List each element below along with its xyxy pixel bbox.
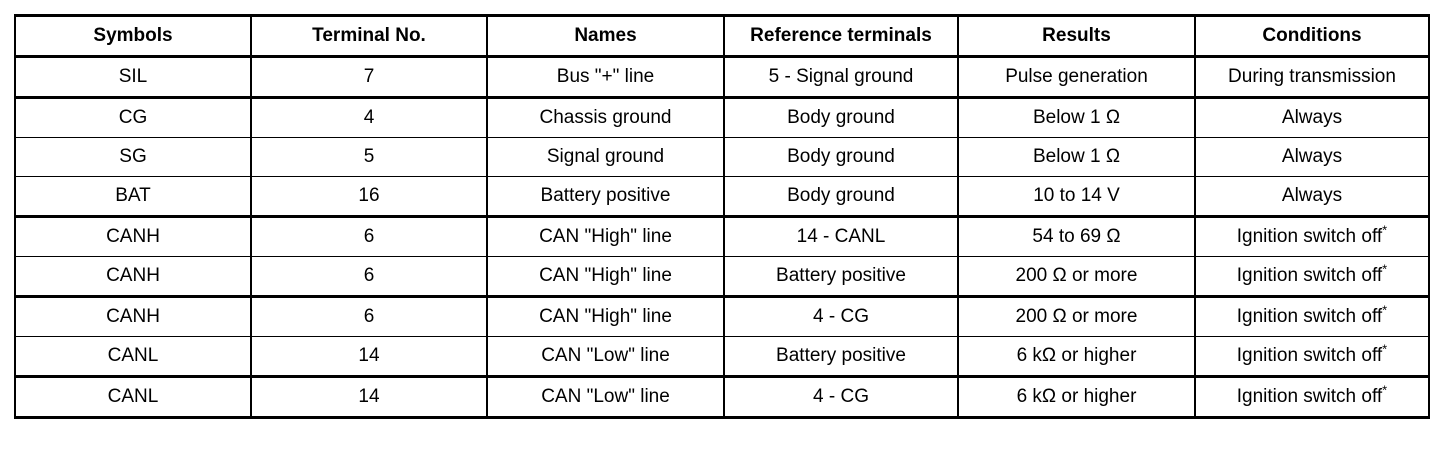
column-header-names: Names [486, 14, 725, 57]
cell-symbols: SIL [14, 55, 252, 98]
cell-conditions: Ignition switch off* [1194, 256, 1430, 297]
cell-reference: 4 - CG [723, 375, 959, 419]
cell-names: Bus "+" line [486, 55, 725, 98]
cell-reference: 5 - Signal ground [723, 55, 959, 98]
cell-results: 6 kΩ or higher [957, 336, 1196, 377]
column-header-symbols: Symbols [14, 14, 252, 57]
footnote-marker: * [1382, 302, 1388, 318]
cell-reference: Body ground [723, 96, 959, 138]
cell-terminal: 16 [250, 176, 488, 217]
cell-symbols: CANH [14, 295, 252, 337]
cell-reference: Body ground [723, 176, 959, 217]
cell-names: CAN "Low" line [486, 375, 725, 419]
cell-conditions: Always [1194, 96, 1430, 138]
cell-symbols: CANL [14, 375, 252, 419]
cell-reference: Battery positive [723, 256, 959, 297]
cell-results: 54 to 69 Ω [957, 215, 1196, 257]
cell-names: CAN "High" line [486, 256, 725, 297]
cell-symbols: CANH [14, 256, 252, 297]
cell-terminal: 6 [250, 256, 488, 297]
cell-terminal: 6 [250, 215, 488, 257]
cell-results: 6 kΩ or higher [957, 375, 1196, 419]
cell-symbols: CANL [14, 336, 252, 377]
cell-conditions: During transmission [1194, 55, 1430, 98]
cell-names: Signal ground [486, 137, 725, 177]
cell-results: 10 to 14 V [957, 176, 1196, 217]
cell-names: CAN "High" line [486, 215, 725, 257]
cell-results: Pulse generation [957, 55, 1196, 98]
cell-reference: 14 - CANL [723, 215, 959, 257]
cell-conditions: Always [1194, 137, 1430, 177]
cell-terminal: 6 [250, 295, 488, 337]
cell-names: CAN "Low" line [486, 336, 725, 377]
cell-names: Chassis ground [486, 96, 725, 138]
table-container: Symbols Terminal No. Names Reference ter… [14, 14, 1430, 419]
column-header-terminal: Terminal No. [250, 14, 488, 57]
cell-conditions: Ignition switch off* [1194, 375, 1430, 419]
cell-conditions-text: Ignition switch off [1236, 305, 1383, 327]
cell-conditions: Ignition switch off* [1194, 336, 1430, 377]
cell-terminal: 14 [250, 375, 488, 419]
cell-reference: Battery positive [723, 336, 959, 377]
footnote-marker: * [1382, 261, 1388, 277]
column-header-conditions: Conditions [1194, 14, 1430, 57]
cell-conditions: Always [1194, 176, 1430, 217]
header-row: Symbols Terminal No. Names Reference ter… [14, 14, 1430, 57]
cell-conditions-text: Ignition switch off [1236, 264, 1383, 286]
cell-names: Battery positive [486, 176, 725, 217]
cell-symbols: SG [14, 137, 252, 177]
cell-conditions: Ignition switch off* [1194, 295, 1430, 337]
cell-reference: 4 - CG [723, 295, 959, 337]
cell-conditions: Ignition switch off* [1194, 215, 1430, 257]
cell-conditions-text: Ignition switch off [1236, 385, 1383, 407]
cell-terminal: 4 [250, 96, 488, 138]
cell-symbols: CANH [14, 215, 252, 257]
cell-names: CAN "High" line [486, 295, 725, 337]
cell-results: 200 Ω or more [957, 256, 1196, 297]
column-header-results: Results [957, 14, 1196, 57]
footnote-marker: * [1382, 382, 1388, 398]
can-terminal-inspection-table: Symbols Terminal No. Names Reference ter… [14, 14, 1430, 419]
column-header-reference: Reference terminals [723, 14, 959, 57]
footnote-marker: * [1382, 222, 1388, 238]
cell-terminal: 14 [250, 336, 488, 377]
cell-reference: Body ground [723, 137, 959, 177]
cell-results: 200 Ω or more [957, 295, 1196, 337]
footnote-marker: * [1382, 341, 1388, 357]
cell-conditions-text: Ignition switch off [1236, 344, 1383, 366]
cell-symbols: CG [14, 96, 252, 138]
cell-conditions-text: Ignition switch off [1236, 225, 1383, 247]
cell-results: Below 1 Ω [957, 96, 1196, 138]
cell-results: Below 1 Ω [957, 137, 1196, 177]
cell-terminal: 7 [250, 55, 488, 98]
table-header: Symbols Terminal No. Names Reference ter… [14, 14, 1430, 57]
cell-symbols: BAT [14, 176, 252, 217]
cell-terminal: 5 [250, 137, 488, 177]
